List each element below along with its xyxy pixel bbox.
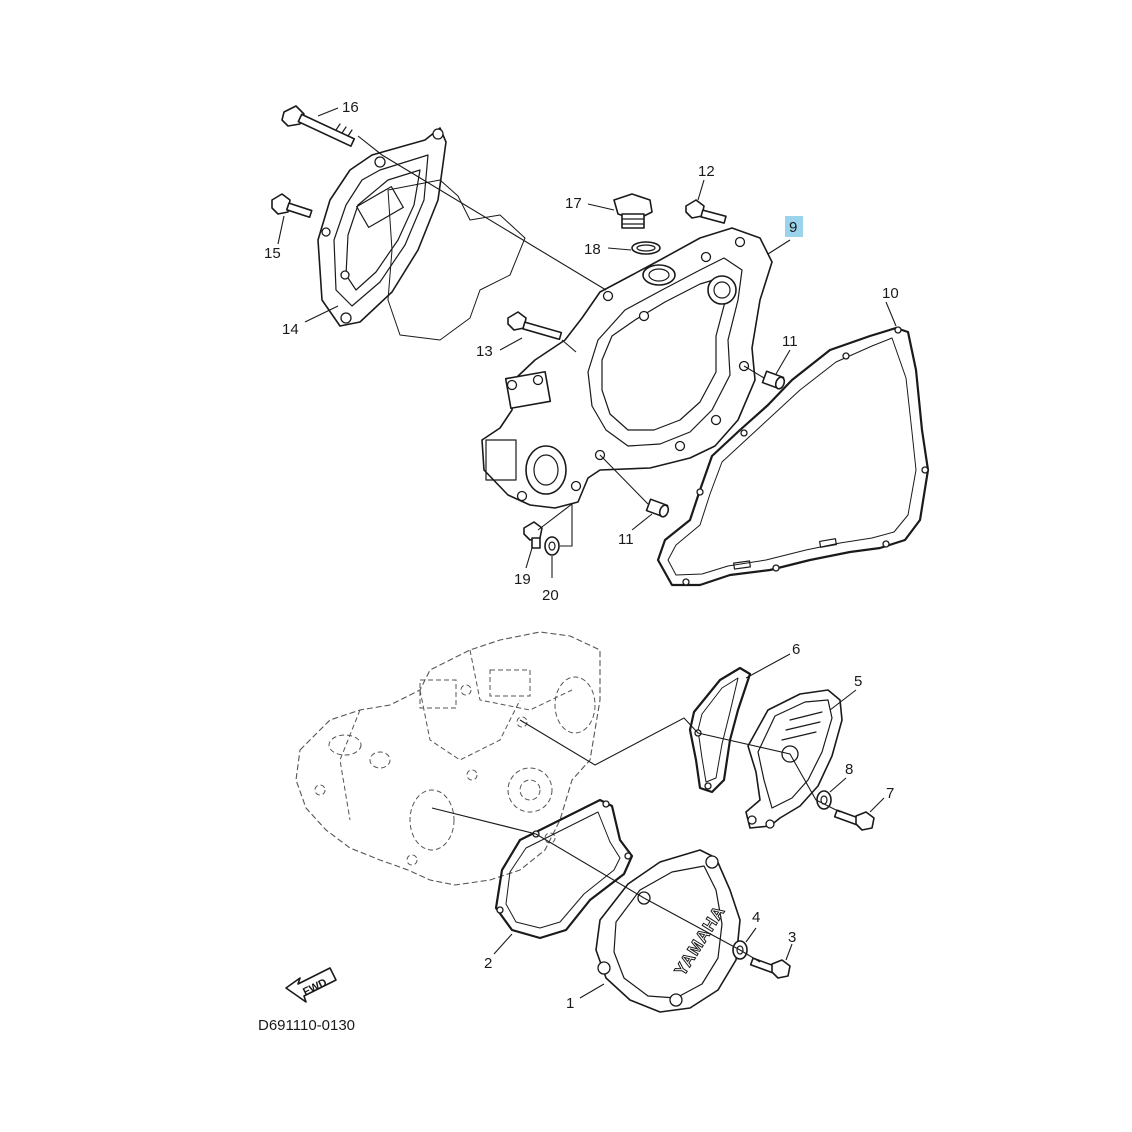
align-line-11a (743, 365, 765, 379)
callout-9[interactable]: 9 (789, 219, 797, 236)
leader-19 (525, 547, 533, 569)
leader-2 (493, 933, 513, 955)
leader-8 (829, 777, 847, 793)
leader-7 (869, 797, 885, 813)
callout-12[interactable]: 12 (698, 163, 715, 180)
callout-4[interactable]: 4 (752, 909, 760, 926)
part-2-gasket[interactable] (494, 798, 634, 940)
part-17-oil-cap[interactable] (613, 193, 653, 229)
leader-4 (745, 927, 757, 943)
callout-6[interactable]: 6 (792, 641, 800, 658)
part-16-long-bolt[interactable] (281, 105, 356, 147)
callout-11-lower[interactable]: 11 (618, 531, 634, 548)
align-line-11b (599, 454, 649, 505)
callout-2[interactable]: 2 (484, 955, 492, 972)
leader-1 (579, 983, 605, 999)
clutch-cover-gasket (387, 179, 526, 341)
part-9-crankcase-cover[interactable] (481, 227, 773, 509)
callout-20[interactable]: 20 (542, 587, 559, 604)
leader-6 (745, 653, 791, 679)
callout-14[interactable]: 14 (282, 321, 299, 338)
ghost-crankcase (295, 631, 601, 886)
part-11-dowel-pin-lower[interactable] (645, 498, 670, 518)
callout-8[interactable]: 8 (845, 761, 853, 778)
callout-15[interactable]: 15 (264, 245, 281, 262)
align-line-1 (431, 807, 761, 963)
callout-16[interactable]: 16 (342, 99, 359, 116)
align-line-13 (561, 339, 577, 353)
callout-18[interactable]: 18 (584, 241, 601, 258)
callout-1[interactable]: 1 (566, 995, 574, 1012)
leader-3 (785, 943, 793, 961)
callout-10[interactable]: 10 (882, 285, 899, 302)
part-20-washer[interactable] (544, 536, 560, 556)
align-line-1920 (537, 502, 573, 547)
part-10-gasket[interactable] (656, 326, 930, 587)
callout-5[interactable]: 5 (854, 673, 862, 690)
diagram-code: D691110-0130 (258, 1017, 355, 1034)
leader-15 (277, 215, 285, 245)
leader-17 (587, 203, 615, 211)
leader-16 (317, 107, 339, 117)
leader-11-lower (631, 513, 653, 531)
leader-12 (697, 179, 705, 201)
part-12-bolt[interactable] (685, 199, 727, 224)
align-line-5 (519, 717, 841, 813)
callout-9-highlight (785, 216, 803, 237)
part-19-bolt[interactable] (523, 521, 543, 549)
align-line-16 (357, 135, 607, 291)
part-14-clutch-cover[interactable] (317, 127, 447, 327)
part-6-gasket[interactable] (688, 666, 752, 794)
part-15-bolt[interactable] (271, 193, 313, 219)
callout-7[interactable]: 7 (886, 785, 894, 802)
leader-9 (767, 239, 791, 255)
leader-13 (499, 337, 523, 351)
fwd-arrow-icon: FWD (285, 967, 337, 1003)
part-11-dowel-pin-upper[interactable] (761, 370, 786, 390)
part-3-bolt[interactable] (749, 957, 791, 979)
part-5-cover[interactable] (745, 689, 843, 829)
callout-13[interactable]: 13 (476, 343, 493, 360)
leader-14 (304, 305, 339, 323)
callout-17[interactable]: 17 (565, 195, 582, 212)
callout-3[interactable]: 3 (788, 929, 796, 946)
leader-11-upper (775, 349, 791, 375)
part-7-bolt[interactable] (833, 809, 875, 831)
leader-18 (607, 247, 632, 251)
leader-5 (829, 689, 857, 711)
part-18-o-ring[interactable] (631, 241, 661, 255)
callout-19[interactable]: 19 (514, 571, 531, 588)
leader-10 (885, 301, 897, 327)
callout-11-upper[interactable]: 11 (782, 333, 798, 350)
part-13-bolt[interactable] (507, 311, 563, 341)
part-1-generator-cover[interactable]: YAMAHA (595, 849, 741, 1013)
